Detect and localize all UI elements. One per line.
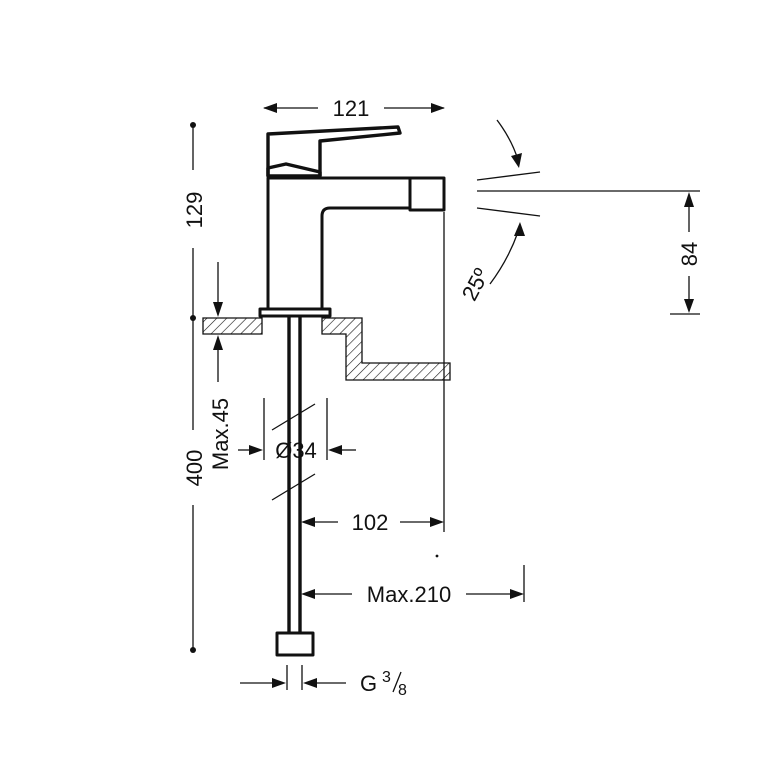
spray-angle-label: 25º [457,264,494,304]
total-length-label: 400 [182,450,207,487]
supply-hose [271,316,316,657]
dimension-width-121: 121 [263,96,445,121]
dimension-reach-102: 102 [301,212,445,535]
dimension-thread: G 3 8 [240,665,407,699]
dimension-max-210: Max.210 [301,565,525,607]
dimension-spray-84: 84 [477,190,702,315]
thread-denominator: 8 [398,682,407,699]
cartridge-cap [266,162,322,176]
faucet-body [258,125,446,318]
dimension-diameter-34: Ø34 [238,398,356,463]
max-thickness-label: Max.45 [208,398,233,470]
spray-angle: 25º [457,119,541,305]
dimension-max-45: Max.45 [208,262,233,470]
reach-label: 102 [352,510,389,535]
lever-handle [266,125,402,178]
width-top-label: 121 [333,96,370,121]
deck-right [321,317,451,381]
deck-left [202,317,263,335]
dimension-left-vertical: 129 400 [182,122,207,653]
base-flange [258,307,332,318]
thread-numerator: 3 [382,669,391,686]
body-column [266,176,412,311]
height-upper-label: 129 [182,192,207,229]
aerator [408,176,446,212]
max-reach-label: Max.210 [367,582,451,607]
mounting-deck [202,317,451,381]
hose-fitting [275,631,315,657]
stray-dot [435,554,439,558]
spray-height-label: 84 [677,242,702,266]
hole-diameter-label: Ø34 [275,438,317,463]
thread-label: G [360,671,377,696]
